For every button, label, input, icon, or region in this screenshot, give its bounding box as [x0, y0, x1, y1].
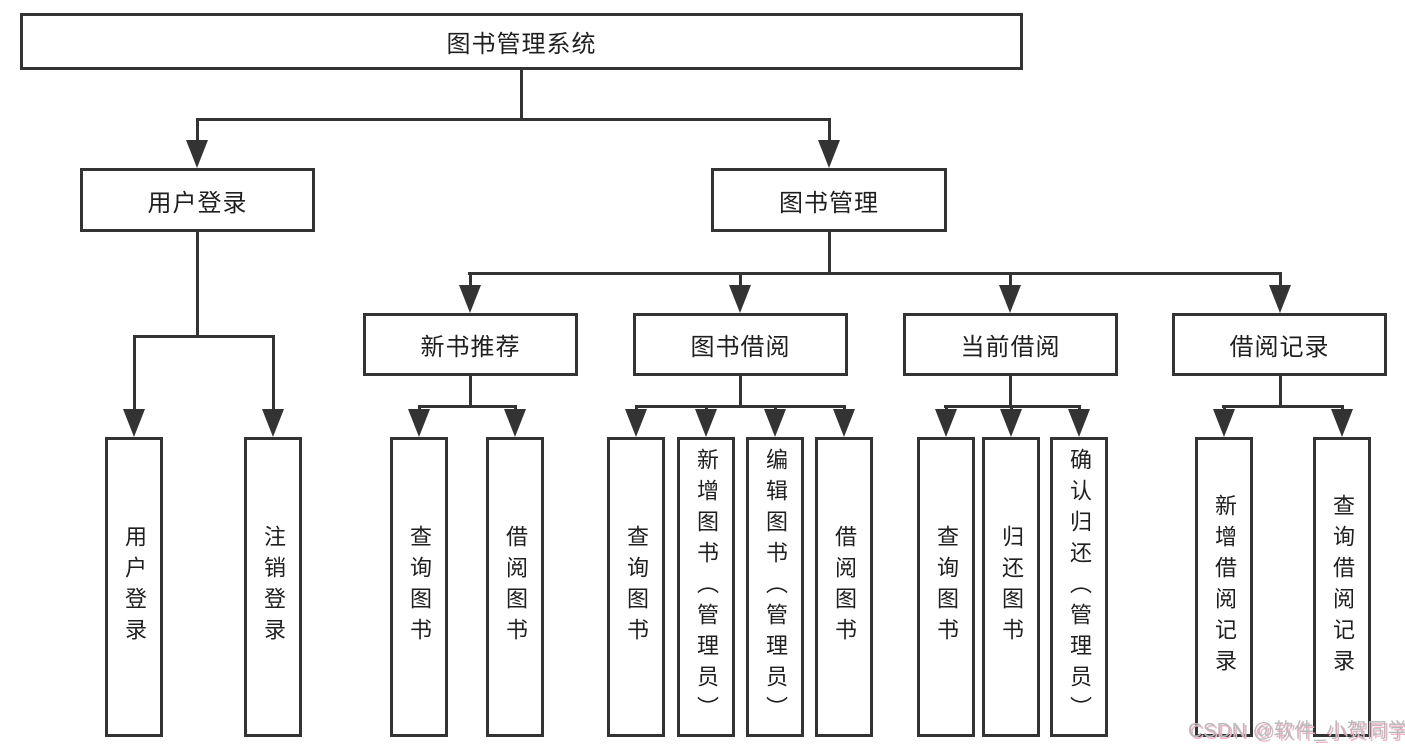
leaf-borrow-books-1: 借阅图书	[486, 437, 544, 737]
connector-current-borrow-stub	[1008, 376, 1012, 408]
arrowhead-to-book-borrow	[729, 272, 751, 313]
leaf-label: 查询图书	[407, 525, 432, 649]
leaf-label: 查询借阅记录	[1330, 494, 1355, 680]
leaf-label: 编辑图书（管理员）	[763, 447, 788, 727]
leaf-query-books-3: 查询图书	[917, 437, 975, 737]
leaf-query-borrow-record: 查询借阅记录	[1313, 437, 1371, 737]
leaf-confirm-return-admin: 确认归还（管理员）	[1050, 437, 1108, 737]
leaf-label: 新增借阅记录	[1212, 494, 1237, 680]
leaf-label: 新增图书（管理员）	[694, 447, 719, 727]
arrowhead-to-confirm-return-admin	[1068, 405, 1090, 437]
node-book-management: 图书管理	[711, 168, 947, 232]
arrowhead-to-add-book-admin	[695, 405, 717, 437]
arrowhead-to-add-borrow-record	[1213, 405, 1235, 437]
node-book-borrow: 图书借阅	[633, 313, 848, 376]
arrowhead-to-user-login	[186, 118, 208, 168]
node-user-login: 用户登录	[80, 168, 315, 232]
node-new-book-recommend: 新书推荐	[363, 313, 578, 376]
leaf-label: 查询图书	[934, 525, 959, 649]
leaf-add-book-admin: 新增图书（管理员）	[677, 437, 735, 737]
leaf-label: 确认归还（管理员）	[1067, 447, 1092, 727]
connector-root-stub	[519, 69, 523, 121]
connector-book-borrow-hbar	[635, 405, 846, 408]
leaf-borrow-books-2: 借阅图书	[815, 437, 873, 737]
connector-root-hbar	[196, 118, 831, 121]
leaf-user-login: 用户登录	[105, 437, 163, 737]
arrowhead-to-current-borrow	[999, 272, 1021, 313]
connector-new-book-stub	[468, 376, 472, 408]
connector-user-login-hbar	[133, 335, 275, 338]
leaf-logout: 注销登录	[244, 437, 302, 737]
arrowhead-to-leaf-user-login	[123, 335, 145, 437]
connector-user-login-stub	[195, 232, 199, 338]
arrowhead-to-edit-book-admin	[764, 405, 786, 437]
connector-new-book-hbar	[418, 405, 517, 408]
arrowhead-to-return-book	[1000, 405, 1022, 437]
arrowhead-to-book-management	[818, 118, 840, 168]
arrowhead-to-query-books-1	[408, 405, 430, 437]
connector-book-management-stub	[827, 232, 831, 275]
connector-current-borrow-hbar	[944, 405, 1081, 408]
connector-borrow-records-hbar	[1222, 405, 1344, 408]
leaf-add-borrow-record: 新增借阅记录	[1195, 437, 1253, 737]
leaf-query-books-1: 查询图书	[390, 437, 448, 737]
leaf-label: 借阅图书	[832, 525, 857, 649]
arrowhead-to-borrow-books-2	[833, 405, 855, 437]
leaf-label: 注销登录	[261, 525, 286, 649]
leaf-label: 归还图书	[999, 525, 1024, 649]
arrowhead-to-new-book-recommend	[459, 272, 481, 313]
leaf-label: 查询图书	[624, 525, 649, 649]
connector-book-borrow-stub	[738, 376, 742, 408]
arrowhead-to-query-books-3	[935, 405, 957, 437]
connector-book-management-hbar	[468, 272, 1282, 275]
leaf-edit-book-admin: 编辑图书（管理员）	[746, 437, 804, 737]
connector-borrow-records-stub	[1278, 376, 1282, 408]
node-current-borrow: 当前借阅	[903, 313, 1118, 376]
leaf-label: 用户登录	[122, 525, 147, 649]
leaf-label: 借阅图书	[503, 525, 528, 649]
csdn-watermark: CSDN @软件_小贺同学	[1188, 720, 1405, 742]
node-root: 图书管理系统	[20, 13, 1023, 70]
leaf-query-books-2: 查询图书	[607, 437, 665, 737]
arrowhead-to-leaf-logout	[262, 335, 284, 437]
arrowhead-to-borrow-books-1	[504, 405, 526, 437]
arrowhead-to-query-borrow-record	[1331, 405, 1353, 437]
leaf-return-book: 归还图书	[982, 437, 1040, 737]
node-borrow-records: 借阅记录	[1172, 313, 1387, 376]
arrowhead-to-query-books-2	[625, 405, 647, 437]
arrowhead-to-borrow-records	[1269, 272, 1291, 313]
